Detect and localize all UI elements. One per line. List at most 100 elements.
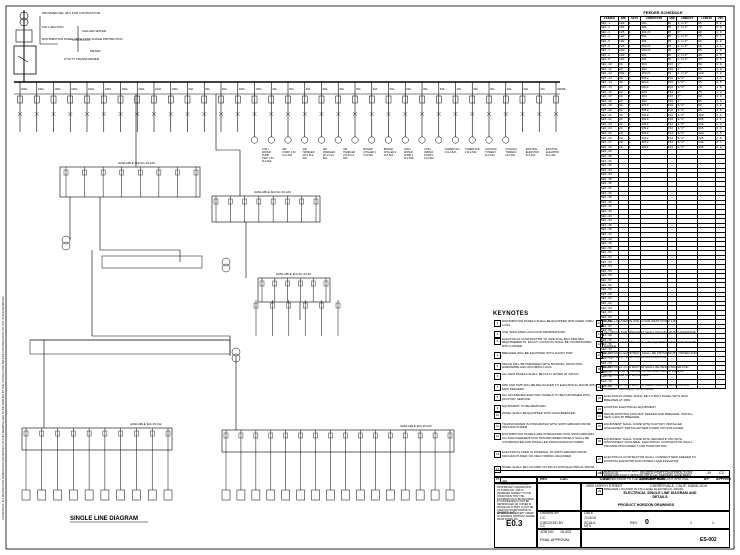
mech-load-line: CWP-1 60 (262, 157, 274, 160)
breaker (242, 198, 247, 205)
breaker (432, 432, 438, 439)
mech-load-line: TOWER FAN (465, 148, 480, 151)
mech-load-line: CHILL (424, 148, 432, 151)
mech-load-line: CHILLER 2 (384, 151, 397, 154)
breaker-mark (185, 111, 190, 117)
bus-branch-label: 100A (138, 87, 144, 91)
mech-load-line: HANDLER (323, 151, 335, 154)
breaker-mark (235, 111, 240, 117)
panel-dp1: AVAILABLE 3kA SC 20-120 (59, 161, 201, 198)
keynote-number: 20 (596, 366, 603, 374)
breaker (253, 302, 259, 309)
breaker (311, 280, 316, 287)
panel-dp5: AVAILABLE 3kA 15,012 (221, 424, 455, 453)
keynote-number: 24 (596, 412, 603, 420)
load-box (132, 489, 141, 501)
main-label-3: CHILLED WATER (82, 29, 107, 33)
mech-load-line: PUMP (262, 154, 270, 157)
load-box (281, 489, 290, 501)
motor-symbol (468, 136, 476, 144)
panel-dp4: AVAILABLE 3kA 15,012 (21, 422, 173, 451)
table-row: SEF-46 (599, 227, 726, 233)
table-row: SEF-54 (599, 264, 726, 270)
keynote-number: 12 (494, 433, 501, 441)
breaker (39, 430, 44, 437)
bus-branch-label: 30A (339, 87, 344, 91)
table-row: SEF-58 (599, 282, 726, 288)
panel-branches (29, 167, 341, 363)
load-box (236, 489, 246, 501)
breaker (343, 432, 348, 439)
keynote-number: 16 (596, 320, 603, 327)
table-cell: SEF-80 (599, 383, 620, 390)
mech-load-line: FLA 52A (384, 154, 394, 157)
mech-load-line: FLA 52A (424, 157, 434, 160)
mech-load-line: AIR (303, 148, 307, 151)
rev-header-4: BY (704, 477, 709, 481)
breaker (134, 95, 140, 104)
mech-load-line: EXISTING (526, 148, 538, 151)
bus-branch-label: 30A (524, 87, 529, 91)
mech-load-line: FLA 52A (505, 154, 515, 157)
bus-branch-label: 30A (306, 87, 311, 91)
keynote-number: 4 (494, 352, 501, 359)
breaker (352, 95, 358, 104)
breaker-mark (168, 111, 173, 117)
bus-branch-label: 100A (256, 87, 262, 91)
breaker (213, 198, 219, 205)
mech-load-line: COMP-1 30 (282, 151, 296, 154)
keynote-text: PANEL SHALL BE LOCATED ON 2ND FLOOR ELEC… (502, 464, 595, 469)
keynote-text: ELECTRICAL CONTRACTOR SHALL BE RESPONSIB… (604, 365, 689, 377)
bus-branch-label: 30A (272, 87, 277, 91)
mech-load-line: FLA 52A (404, 157, 414, 160)
keynote-number: 7 (494, 383, 501, 391)
breaker-mark (302, 111, 307, 117)
main-bus (14, 81, 560, 95)
breaker (388, 432, 393, 439)
motor-symbol (385, 136, 392, 144)
keynote-number: 29 (596, 488, 603, 496)
mech-load-line: FLA 40A (546, 154, 556, 157)
keynote-number: 6 (494, 373, 501, 381)
breaker (228, 198, 233, 205)
keynote-text: DISTRIBUTION PANELS ARE INTEGRATED INTO … (502, 432, 595, 444)
table-row: SEF-79 (599, 378, 726, 385)
mech-load-line: AIR (343, 148, 347, 151)
motor-symbol (301, 136, 309, 144)
load-box (251, 489, 261, 501)
bus-branch-label: 30A (490, 87, 495, 91)
transformer-coil (221, 263, 231, 273)
bus-branch-label: 30A (356, 87, 361, 91)
motor-symbol (485, 136, 493, 144)
motor-symbol (368, 136, 376, 144)
panel-dp3-label: AVAILABLE 3kA SC 20,52 (276, 272, 311, 276)
mech-load-line: WATER (424, 151, 433, 154)
mech-load-line: TOWER 1 (485, 151, 497, 154)
transformer-coil (61, 241, 71, 251)
main-label-2: DISTRIBUTION PANEL WITH TVSS SURGE PROTE… (42, 37, 123, 41)
mech-load-line: COOLING (485, 148, 497, 151)
breaker (201, 95, 207, 104)
mech-load-line: 52A (303, 157, 308, 160)
breaker (235, 95, 241, 104)
breaker (184, 95, 191, 104)
distribution-block (29, 339, 231, 355)
bus-branch-label: 60A (406, 87, 411, 91)
keynote-number: 23 (596, 405, 603, 413)
breaker-mark (352, 111, 358, 117)
breaker (553, 95, 559, 104)
tb-col-line (536, 476, 538, 548)
keynote-number: 21 (596, 384, 603, 392)
mech-load-line: EXISTING (546, 148, 558, 151)
keynote-text: ELECTRICAL CONTRACTOR SHALL REMOVE ALL E… (604, 383, 690, 392)
rev-header-3: DESCRIPTION (640, 477, 665, 481)
bus-branches (17, 82, 559, 144)
table-row: SEF-44 (599, 218, 726, 224)
load-box (415, 489, 425, 501)
panel-dp1-label: AVAILABLE 3kA SC 20-120 (118, 161, 155, 165)
mech-load-line: PUMP 2 (404, 154, 414, 157)
keynote-text: SPACE WILL BE PREPARED WITH BUSSING, MOU… (502, 361, 583, 370)
